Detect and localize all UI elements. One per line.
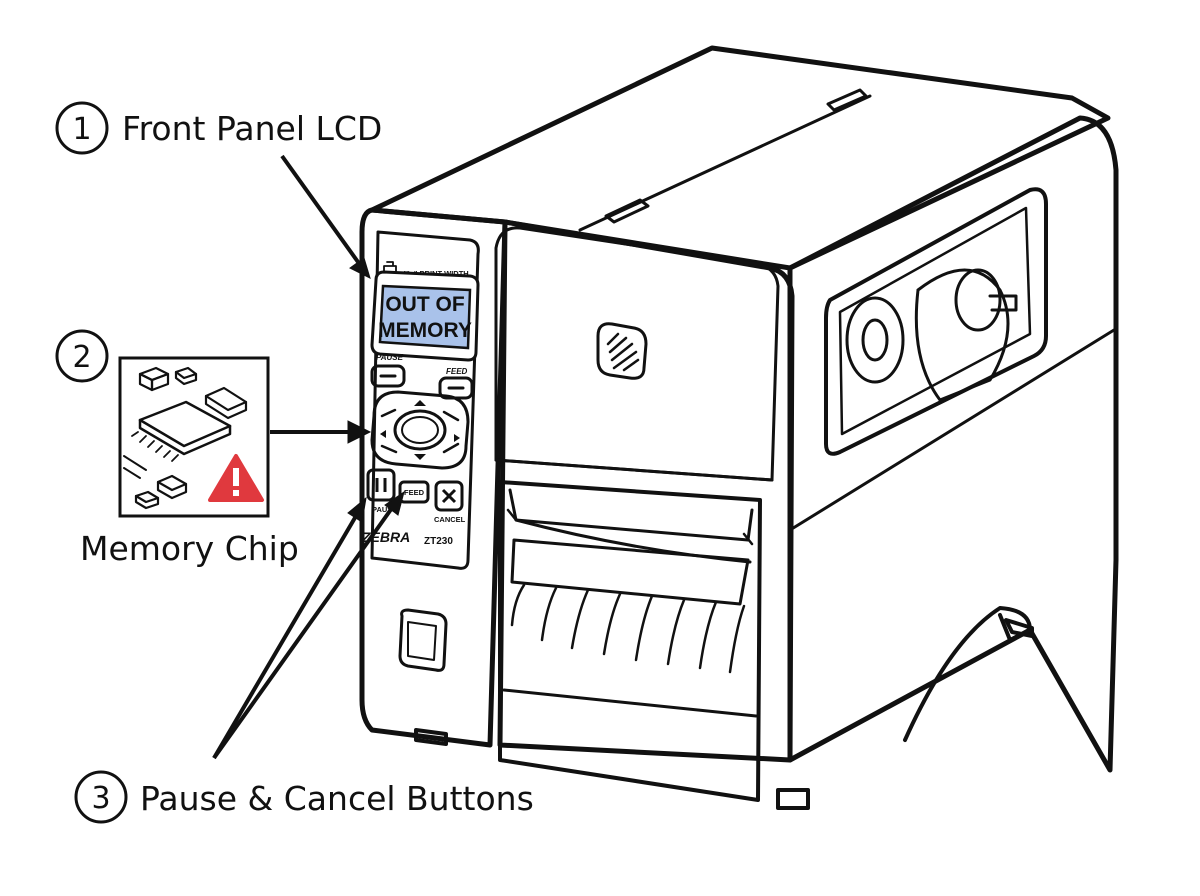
- lcd-line-2: MEMORY: [378, 319, 472, 342]
- callout-1: 1 Front Panel LCD: [55, 101, 382, 155]
- front-panel-lcd: OUT OF MEMORY: [370, 270, 480, 362]
- callout-1-number: 1: [72, 112, 91, 147]
- memory-chip-icon: [123, 366, 248, 510]
- arrow-up-icon[interactable]: [414, 400, 426, 406]
- callout-2-number: 2: [72, 340, 91, 375]
- warning-icon: [208, 454, 264, 502]
- callout-arrows: [212, 154, 405, 760]
- feed-softkey-label: FEED: [446, 367, 468, 376]
- feed-button[interactable]: FEED: [398, 480, 430, 504]
- printer-body: [359, 45, 1119, 810]
- model-label: ZT230: [424, 536, 453, 547]
- left-softkey-button[interactable]: [370, 364, 406, 388]
- callout-2: 2 Memory Chip: [55, 329, 299, 568]
- pause-softkey-label: PAUSE: [376, 353, 404, 362]
- arrow-right-icon[interactable]: [454, 434, 460, 442]
- arrow-down-icon[interactable]: [414, 454, 426, 460]
- arrow-left-icon[interactable]: [380, 430, 386, 438]
- navigation-pad[interactable]: [370, 390, 470, 470]
- cancel-button-label: CANCEL: [434, 515, 466, 524]
- pause-button[interactable]: [366, 468, 396, 502]
- callout-3-number: 3: [91, 781, 110, 816]
- callout-3: 3 Pause & Cancel Buttons: [74, 770, 534, 824]
- memory-chip-inset: [118, 356, 270, 518]
- pause-button-label: PAUSE: [372, 505, 397, 514]
- front-panel: 4"x" PRINT WIDTH OUT OF MEMORY PAUSE FEE…: [361, 261, 480, 547]
- callout-2-label: Memory Chip: [80, 529, 299, 568]
- zebra-logo-icon: [596, 322, 648, 380]
- lcd-line-1: OUT OF: [385, 293, 464, 316]
- callout-3-label: Pause & Cancel Buttons: [140, 779, 534, 818]
- feed-button-label: FEED: [404, 488, 425, 497]
- cancel-button[interactable]: [434, 480, 464, 512]
- callout-1-label: Front Panel LCD: [122, 109, 382, 148]
